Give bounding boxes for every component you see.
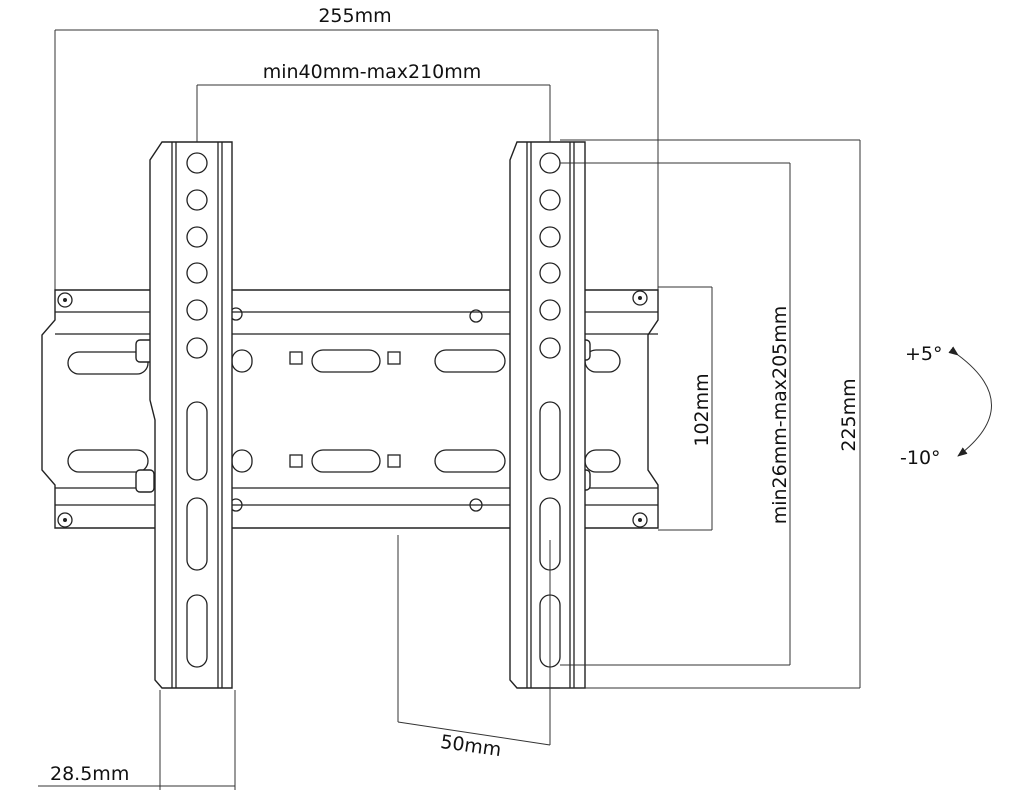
bracket-width-dimension [38,690,236,790]
tilt-down-label: -10° [900,447,941,469]
wall-distance-dimension [397,535,551,746]
bracket-height-label: 225mm [838,378,860,451]
right-vertical-bracket [509,141,586,689]
tilt-arrow-icon [948,346,992,457]
vertical-vesa-dimension [560,162,791,666]
wall-distance-label: 50mm [439,731,503,761]
overall-width-label: 255mm [318,5,391,27]
bracket-width-label: 28.5mm [50,763,129,785]
wall-plate-height-dimension [658,286,713,531]
vertical-vesa-label: min26mm-max205mm [769,306,791,525]
bracket-height-dimension [560,139,861,689]
horizontal-vesa-dimension [196,84,551,160]
left-vertical-bracket [149,141,233,689]
wall-plate-height-label: 102mm [691,373,713,446]
width-dimension [54,29,659,290]
tilt-up-label: +5° [905,343,943,365]
horizontal-vesa-label: min40mm-max210mm [263,61,482,83]
